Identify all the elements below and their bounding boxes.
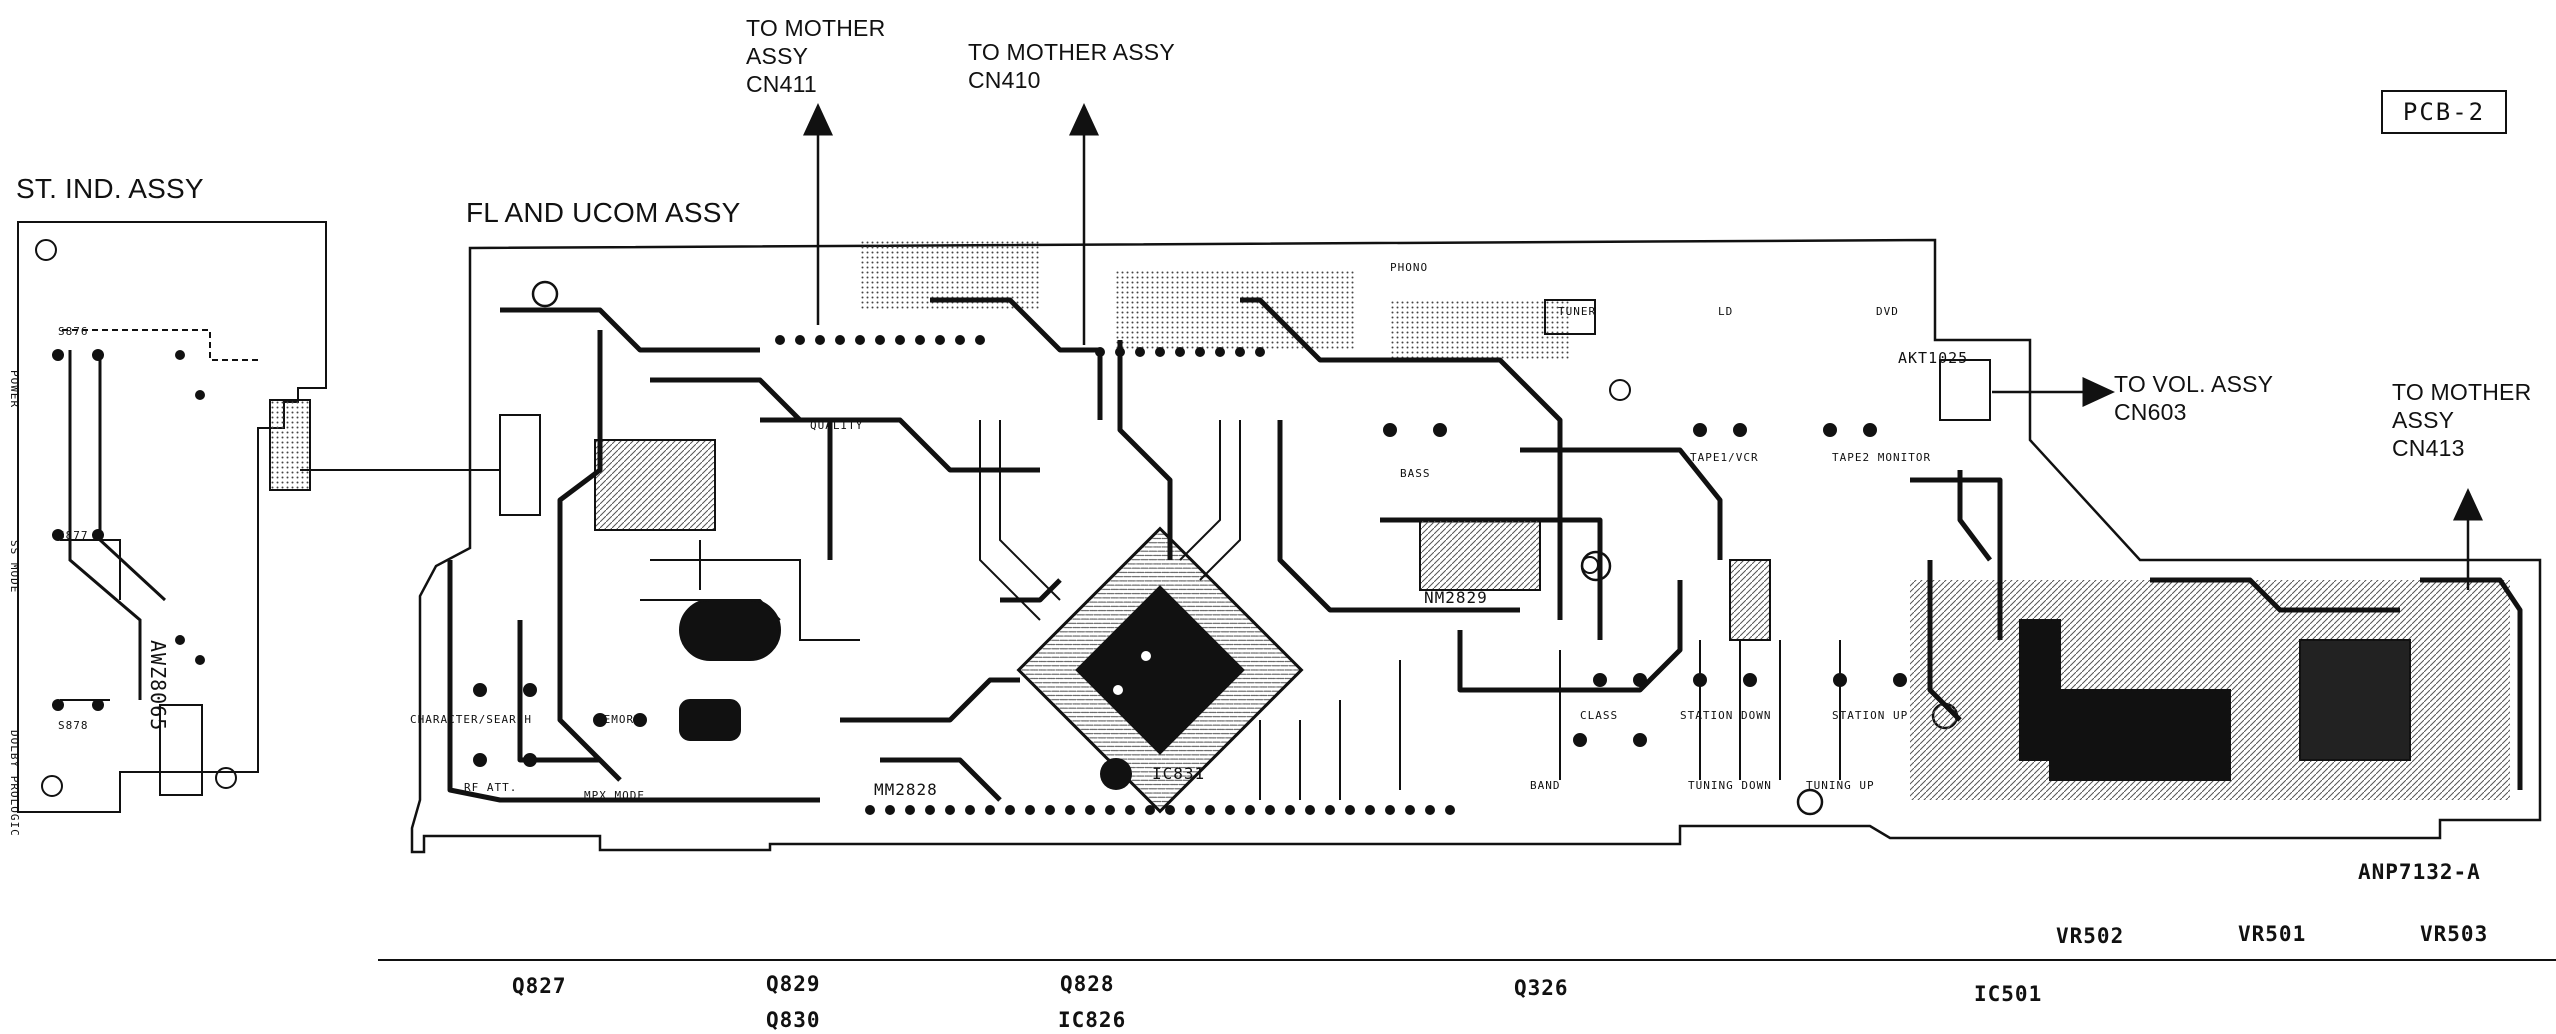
panel-label-dvd: DVD — [1876, 305, 1899, 318]
panel-label-tuning-up: TUNING UP — [1806, 779, 1875, 792]
panel-label-character: CHARACTER/SEARCH — [410, 713, 532, 726]
signal-traces — [640, 420, 1841, 800]
part-ref-lower: Q827 — [512, 974, 567, 998]
panel-label-mpx: MPX MODE — [584, 789, 645, 802]
st-ind-switch-label: S876 — [58, 325, 89, 338]
panel-label-bass: BASS — [1400, 467, 1431, 480]
panel-label-quality: QUALITY — [810, 419, 864, 432]
part-number: ANP7132-A — [2358, 860, 2481, 884]
st-ind-switch-label: S878 — [58, 719, 89, 732]
connector-arrows — [803, 103, 2483, 590]
panel-label-tuning-down: TUNING DOWN — [1688, 779, 1772, 792]
ucom-ic — [1016, 526, 1304, 814]
panel-label-ld: LD — [1718, 305, 1734, 318]
part-ref-upper: VR503 — [2420, 922, 2489, 946]
cn410-label: TO MOTHER ASSY CN410 — [968, 39, 1175, 93]
st-ind-board — [17, 221, 327, 813]
part-ref-upper: VR501 — [2238, 922, 2307, 946]
part-ref-lower: Q828 — [1060, 972, 1115, 996]
part-ref-lower: Q326 — [1514, 976, 1569, 1000]
panel-label-tape2: TAPE2 MONITOR — [1832, 451, 1932, 464]
cn411-label: TO MOTHER ASSY CN411 — [746, 15, 886, 97]
part-ref-lower: Q830 — [766, 1008, 821, 1032]
chip-mark: MM2828 — [874, 780, 938, 799]
st-ind-ssmode-label: SS MODE — [8, 540, 21, 594]
cn603-connector — [1939, 359, 1991, 421]
pcb-tag: PCB-2 — [2381, 90, 2507, 134]
panel-label-rfatt: RF ATT. — [464, 781, 518, 794]
bottom-pin-header — [865, 805, 1455, 815]
panel-label-phono: PHONO — [1390, 261, 1429, 274]
st-ind-prologic-label: DOLBY PROLOGIC — [8, 730, 21, 837]
panel-label-tuner: TUNER — [1558, 305, 1597, 318]
akt-connector-label: AKT1025 — [1898, 349, 1969, 367]
st-ind-ref: AWZ8065 — [146, 640, 170, 732]
fl-ucom-title: FL AND UCOM ASSY — [466, 197, 741, 228]
board-link-wire — [300, 414, 541, 516]
cn413-label: TO MOTHER ASSY CN413 — [2392, 379, 2532, 461]
st-ind-pads — [52, 349, 205, 711]
top-pin-header — [775, 335, 1265, 357]
panel-label-tape1: TAPE1/VCR — [1690, 451, 1759, 464]
cn603-label: TO VOL. ASSY CN603 — [2114, 371, 2274, 425]
part-ref-lower: IC826 — [1058, 1008, 1127, 1032]
part-ref-lower: IC501 — [1974, 982, 2043, 1006]
st-ind-power-label: POWER — [8, 370, 21, 409]
chip-mark: NM2829 — [1424, 588, 1488, 607]
panel-label-band: BAND — [1530, 779, 1561, 792]
switch-footprints — [473, 299, 1907, 767]
panel-label-memory: MEMORY — [596, 713, 642, 726]
part-ref-upper: VR502 — [2056, 924, 2125, 948]
panel-label-station-down: STATION DOWN — [1680, 709, 1772, 722]
st-ind-switch-label: S877 — [58, 529, 89, 542]
st-ind-title: ST. IND. ASSY — [16, 173, 204, 204]
panel-label-station-up: STATION UP — [1832, 709, 1909, 722]
chip-mark: IC831 — [1152, 764, 1206, 783]
part-ref-lower: Q829 — [766, 972, 821, 996]
panel-label-class: CLASS — [1580, 709, 1619, 722]
